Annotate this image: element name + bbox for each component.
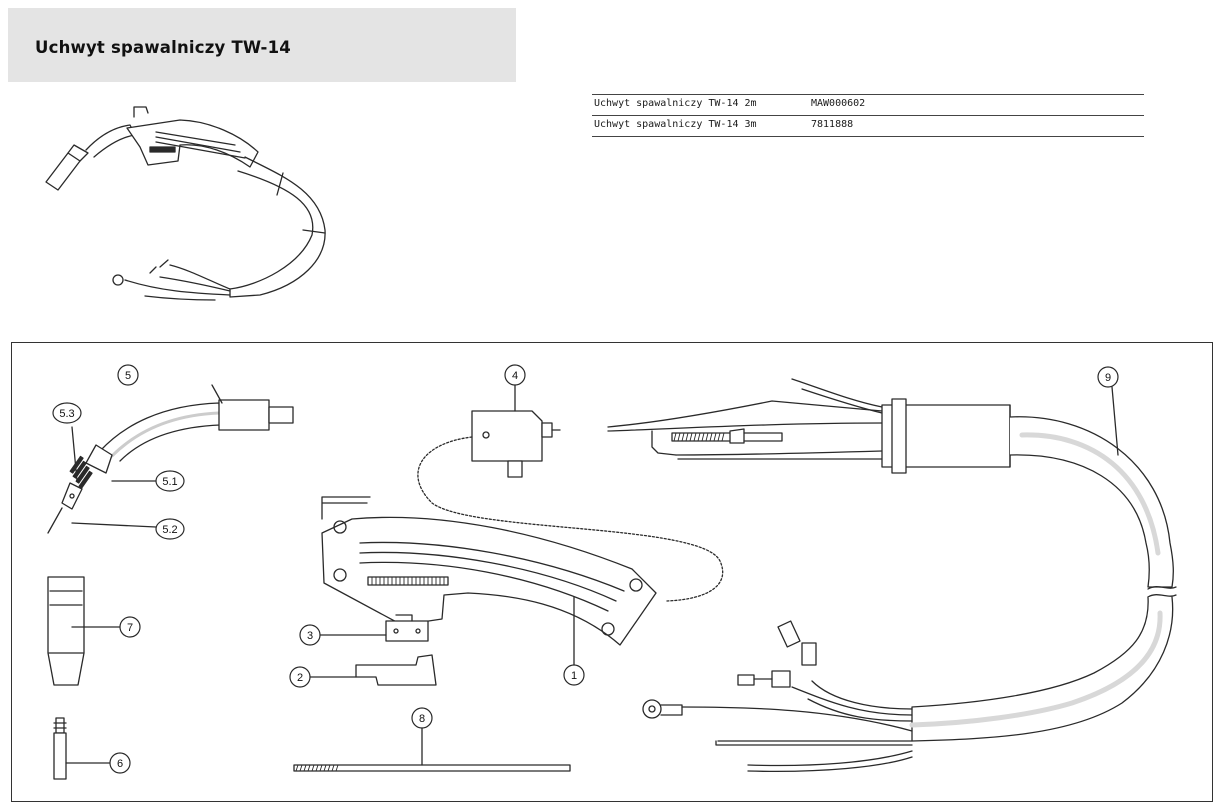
callout-3-label: 3 [307, 630, 313, 642]
part-5-1-connector [85, 444, 113, 474]
product-row: Uchwyt spawalniczy TW-14 2m MAW000602 [592, 94, 1144, 115]
exploded-diagram: 5 5.3 5.1 5.2 7 6 4 3 2 1 8 9 [47, 364, 1177, 780]
callout-9-label: 9 [1105, 372, 1111, 384]
callout-5: 5 [117, 364, 139, 386]
callout-5-3-label: 5.3 [59, 408, 74, 420]
exploded-view-frame: 5 5.3 5.1 5.2 7 6 4 3 2 1 8 9 [11, 342, 1213, 802]
callout-6-label: 6 [117, 758, 123, 770]
part-4-trigger-box [417, 384, 724, 602]
product-table: Uchwyt spawalniczy TW-14 2m MAW000602 Uc… [592, 94, 1144, 137]
callout-1-label: 1 [571, 670, 577, 682]
callout-7: 7 [119, 616, 141, 638]
part-5-3-spring [69, 455, 93, 489]
callout-1: 1 [563, 664, 585, 686]
callout-6: 6 [109, 752, 131, 774]
part-5-gooseneck [47, 399, 294, 534]
product-name: Uchwyt spawalniczy TW-14 3m [594, 119, 757, 130]
callout-5-2: 5.2 [155, 518, 185, 540]
callout-4-label: 4 [512, 370, 518, 382]
callout-8-label: 8 [419, 713, 425, 725]
callout-5-3: 5.3 [52, 402, 82, 424]
callout-9: 9 [1097, 366, 1119, 388]
part-9-cable-assembly [607, 378, 1177, 773]
callout-3: 3 [299, 624, 321, 646]
part-2-trigger [309, 654, 437, 686]
part-8-liner [293, 727, 571, 772]
callout-53-leader [71, 426, 78, 482]
product-code: MAW000602 [811, 98, 866, 109]
part-6-contact-tip [53, 717, 111, 780]
product-code: 7811888 [811, 119, 854, 130]
overview-nozzle [45, 152, 81, 191]
part-7-nozzle [47, 576, 121, 686]
title-bar: Uchwyt spawalniczy TW-14 [8, 8, 516, 82]
page-title: Uchwyt spawalniczy TW-14 [35, 38, 291, 57]
callout-52-leader [71, 522, 157, 528]
callout-5-1: 5.1 [155, 470, 185, 492]
part-1-handle [321, 496, 657, 666]
callout-8: 8 [411, 707, 433, 729]
part-5-2-tip [61, 482, 83, 510]
torch-overview-drawing [45, 106, 326, 301]
callout-4: 4 [504, 364, 526, 386]
callout-2-label: 2 [297, 672, 303, 684]
product-name: Uchwyt spawalniczy TW-14 2m [594, 98, 757, 109]
product-row: Uchwyt spawalniczy TW-14 3m 7811888 [592, 115, 1144, 137]
overview-wires [124, 264, 231, 301]
callout-5-1-label: 5.1 [162, 476, 177, 488]
callout-5-2-label: 5.2 [162, 524, 177, 536]
overview-cable [229, 156, 326, 298]
callout-7-label: 7 [127, 622, 133, 634]
callout-2: 2 [289, 666, 311, 688]
callouts: 5 5.3 5.1 5.2 7 6 4 3 2 1 8 9 [52, 364, 1119, 774]
part-3-micro-switch [319, 614, 429, 642]
callout-5-label: 5 [125, 370, 131, 382]
callout-5-leader [211, 384, 223, 404]
